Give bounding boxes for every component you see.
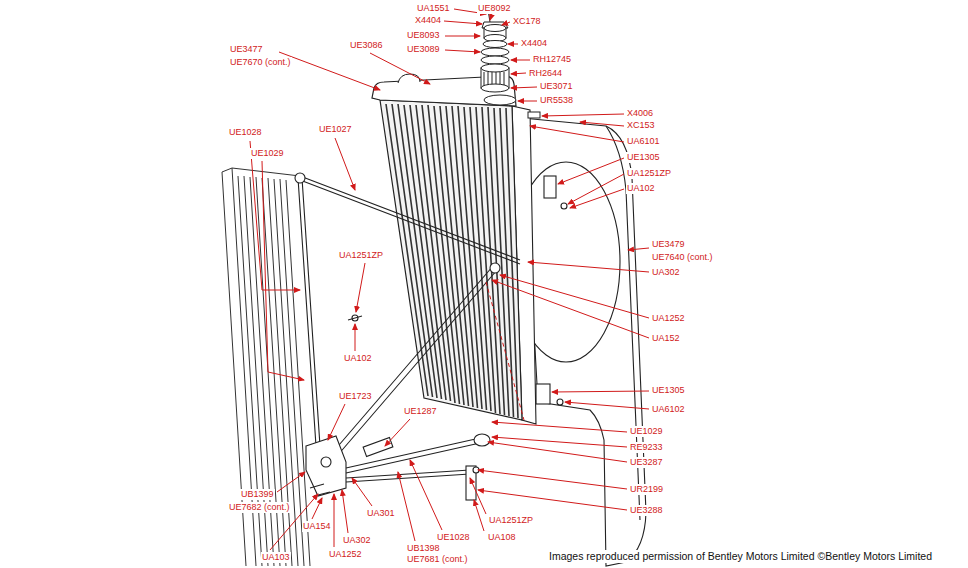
callout-number: UA108 (487, 532, 517, 543)
callout-number: UB1398 (406, 543, 441, 554)
callout-number: UE7640 (cont.) (651, 252, 714, 263)
leader-lines (250, 9, 649, 550)
callout-number: X4404 (520, 38, 548, 49)
callout-number: UE3086 (349, 40, 384, 51)
callout-number: UE1723 (338, 391, 373, 402)
callout-number: UE7670 (cont.) (229, 57, 292, 68)
callout-number: UA302 (651, 267, 681, 278)
callout-number: UA6101 (626, 136, 661, 147)
callout-number: UE7682 (cont.) (228, 502, 291, 513)
callout-number: UE8092 (477, 3, 512, 14)
core-tubes (386, 104, 518, 418)
callout-number: XC153 (626, 120, 656, 131)
callout-number: UE1287 (403, 406, 438, 417)
callout-number: UA1252 (328, 549, 363, 560)
callout-number: UB1399 (240, 489, 275, 500)
callout-number: UA102 (626, 183, 656, 194)
grille-shell (222, 168, 310, 566)
callout-number: UA154 (302, 521, 332, 532)
guide-line (486, 282, 524, 420)
callout-number: UE1305 (626, 152, 661, 163)
callout-number: UE1028 (436, 532, 471, 543)
callout-number: UE1028 (228, 127, 263, 138)
callout-number: UA302 (342, 535, 372, 546)
callout-number: UA102 (343, 353, 373, 364)
callout-number: UE1029 (629, 426, 664, 437)
callout-number: UE3288 (629, 505, 664, 516)
credit-note: Images reproduced permission of Bentley … (548, 550, 933, 563)
callout-number: UE7681 (cont.) (406, 554, 469, 565)
callout-number: UA103 (261, 552, 291, 563)
callout-number: UE1305 (651, 385, 686, 396)
callout-number: RE9233 (629, 442, 664, 453)
callout-number: UA1251ZP (338, 250, 384, 261)
callout-number: UE3071 (539, 81, 574, 92)
stay-rods (295, 173, 520, 500)
callout-number: RH12745 (532, 54, 572, 65)
callout-number: UA152 (651, 333, 681, 344)
callout-number: UE8093 (406, 30, 441, 41)
callout-number: UA1251ZP (626, 168, 672, 179)
callout-number: UE3287 (629, 457, 664, 468)
callout-number: UR2199 (629, 484, 664, 495)
callout-number: UA1252 (651, 313, 686, 324)
callout-number: UE3479 (651, 239, 686, 250)
callout-number: RH2644 (528, 68, 563, 79)
callout-number: UE3089 (406, 44, 441, 55)
callout-number: X4404 (414, 15, 442, 26)
callout-number: UR5538 (539, 95, 574, 106)
tank-tab (398, 74, 420, 83)
callout-number: UE1027 (318, 124, 353, 135)
callout-number: UA301 (366, 508, 396, 519)
callout-number: XC178 (512, 16, 542, 27)
callout-number: UA1551 (416, 3, 451, 14)
callout-number: X4006 (626, 108, 654, 119)
callout-number: UE1029 (250, 148, 285, 159)
callout-number: UE3477 (229, 44, 264, 55)
callout-number: UA6102 (651, 404, 686, 415)
callout-number: UA1251ZP (488, 515, 534, 526)
